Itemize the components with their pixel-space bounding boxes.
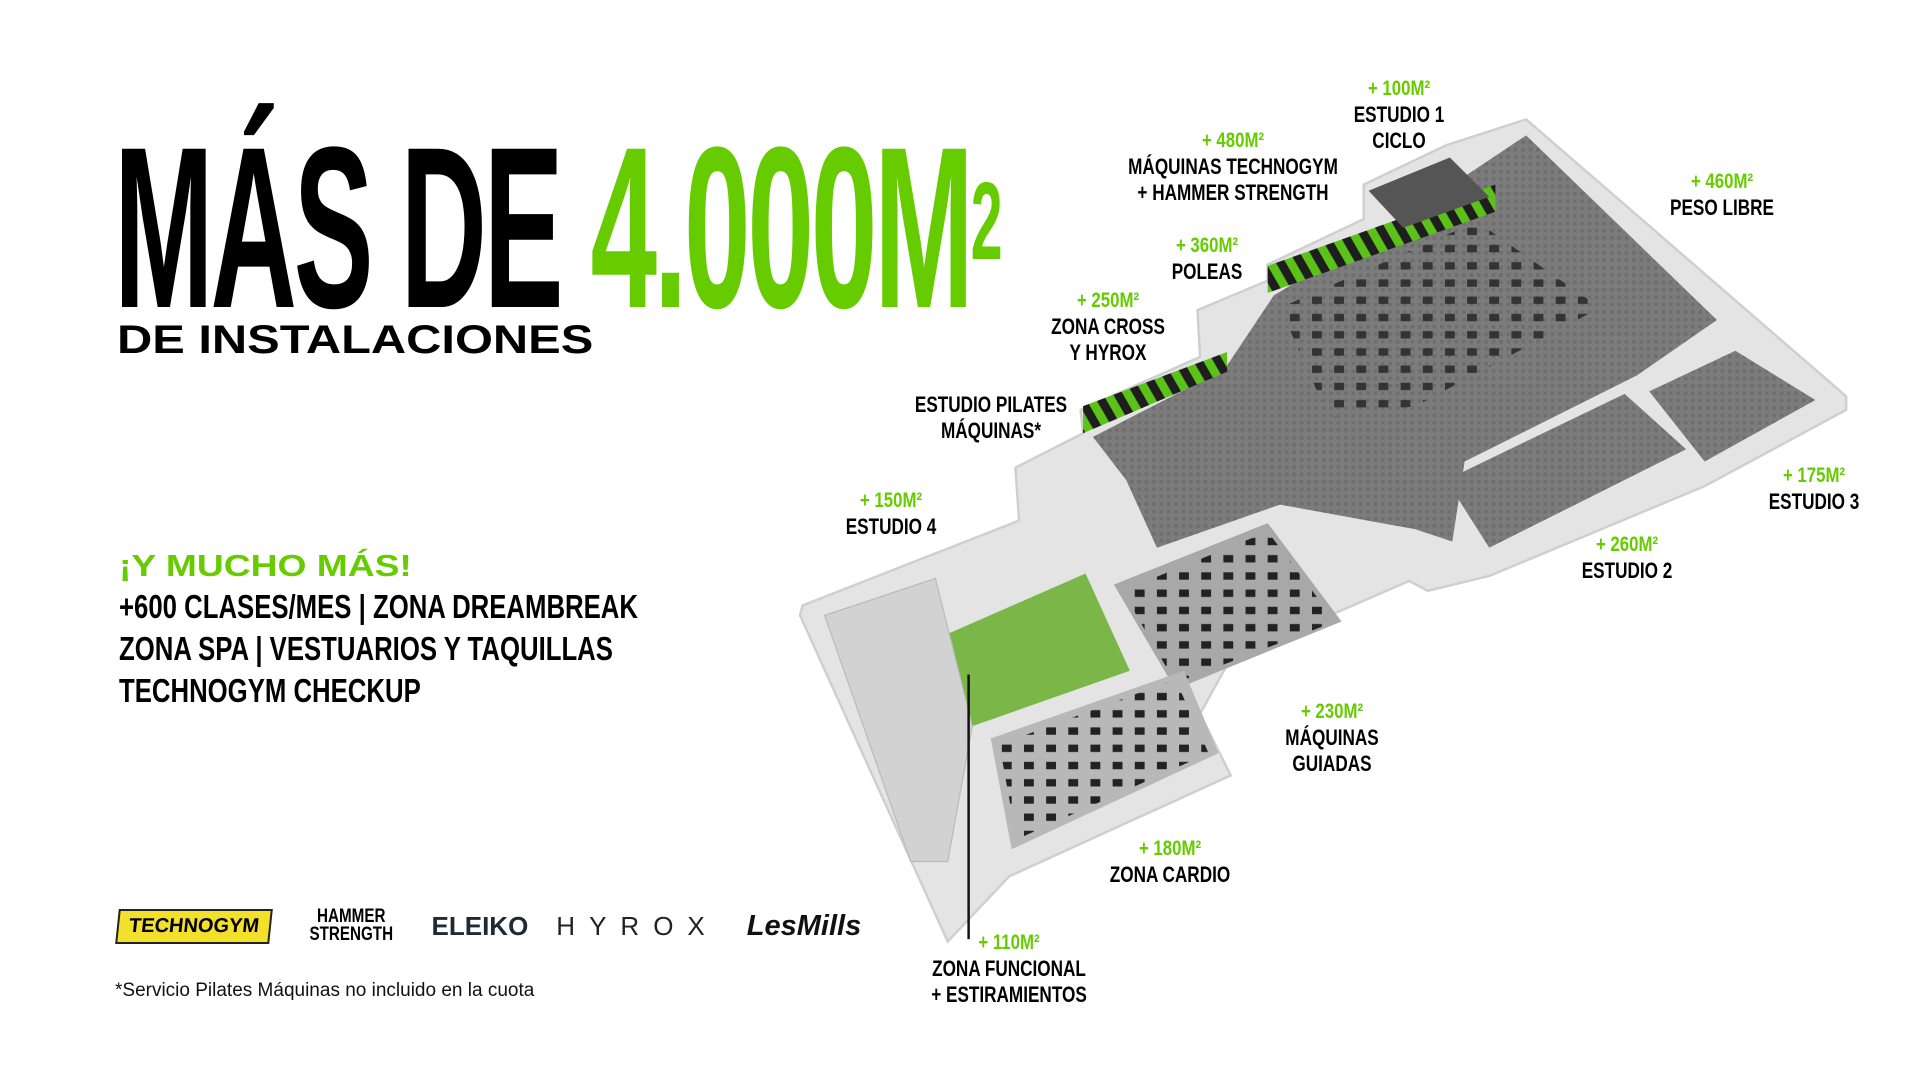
zone-area: + 180M²: [1138, 837, 1202, 860]
estudio-2-floor: [1446, 393, 1687, 548]
equipment-area: [1280, 221, 1600, 419]
zone-label-zona-funcional: + 110M² ZONA FUNCIONAL + ESTIRAMIENTOS: [909, 930, 1108, 1008]
turf-area: [947, 573, 1130, 727]
zone-label-zona-cross: + 250M² ZONA CROSS Y HYROX: [1035, 288, 1181, 366]
hyrox-logo: HYROX: [556, 910, 719, 941]
zone-label-estudio-4: + 150M² ESTUDIO 4: [833, 488, 949, 540]
zone-name: + ESTIRAMIENTOS: [931, 982, 1087, 1007]
zone-label-estudio-3: + 175M² ESTUDIO 3: [1756, 463, 1872, 515]
zone-area: + 175M²: [1782, 464, 1846, 487]
zone-name: ESTUDIO 4: [845, 514, 937, 539]
locker-rooms: [823, 577, 973, 863]
cardio-equipment: [999, 679, 1209, 840]
zone-area: + 110M²: [978, 931, 1040, 954]
ciclo-studio: [1368, 157, 1490, 228]
zone-label-estudio-1: + 100M² ESTUDIO 1 CICLO: [1341, 76, 1457, 154]
zone-area: + 250M²: [1076, 289, 1140, 312]
eleiko-logo: ELEIKO: [431, 910, 529, 941]
hammer-strength-logo-line: HAMMER: [317, 906, 386, 927]
zone-name: ESTUDIO 2: [1581, 558, 1673, 583]
zone-name: ZONA CARDIO: [1109, 862, 1231, 887]
zone-name: ZONA FUNCIONAL: [932, 956, 1086, 981]
zone-name: CICLO: [1372, 128, 1426, 153]
zone-label-peso-libre: + 460M² PESO LIBRE: [1655, 169, 1788, 221]
technogym-logo: TECHNOGYM: [115, 908, 273, 944]
zone-name: MÁQUINAS TECHNOGYM: [1128, 154, 1338, 179]
headline-prefix: MÁS DE: [114, 99, 564, 356]
headline-subtitle: DE INSTALACIONES: [117, 318, 594, 362]
zone-name: PESO LIBRE: [1670, 195, 1774, 220]
headline-value: 4.000M: [590, 99, 974, 356]
zone-name: GUIADAS: [1292, 751, 1372, 776]
zone-label-poleas: + 360M² POLEAS: [1162, 233, 1252, 285]
zone-name: + HAMMER STRENGTH: [1137, 180, 1329, 205]
zone-area: + 480M²: [1201, 129, 1265, 152]
zone-name: POLEAS: [1171, 259, 1243, 284]
estudio-3-floor: [1649, 350, 1816, 462]
zone-label-maquinas-guiadas: + 230M² MÁQUINAS GUIADAS: [1272, 699, 1392, 777]
zone-name: ESTUDIO 3: [1768, 489, 1860, 514]
extras-line: ZONA SPA | VESTUARIOS Y TAQUILLAS: [119, 630, 613, 667]
zone-label-estudio-2: + 260M² ESTUDIO 2: [1569, 532, 1685, 584]
zone-area: + 230M²: [1300, 700, 1364, 723]
lesmills-logo: LesMills: [746, 909, 862, 942]
zone-area: + 150M²: [859, 489, 923, 512]
functional-equipment: [1122, 531, 1336, 684]
zone-name: MÁQUINAS*: [940, 418, 1042, 443]
footnote: *Servicio Pilates Máquinas no incluido e…: [115, 980, 535, 1001]
brand-logos: TECHNOGYM HAMMER STRENGTH ELEIKO HYROX L…: [115, 906, 862, 945]
zone-label-maquinas-technogym: + 480M² MÁQUINAS TECHNOGYM + HAMMER STRE…: [1099, 128, 1368, 206]
headline-superscript: 2: [970, 160, 1003, 283]
zone-area: + 460M²: [1690, 170, 1754, 193]
extras-line: TECHNOGYM CHECKUP: [119, 672, 421, 709]
headline: MÁS DE 4.000M2: [114, 113, 1003, 343]
zone-label-estudio-pilates: ESTUDIO PILATES MÁQUINAS*: [893, 392, 1088, 444]
zone-name: ESTUDIO 1: [1353, 102, 1445, 127]
zone-name: Y HYROX: [1069, 340, 1147, 365]
zone-name: MÁQUINAS: [1285, 725, 1379, 750]
hammer-strength-logo: HAMMER STRENGTH: [309, 906, 394, 945]
zone-area: + 260M²: [1595, 533, 1659, 556]
zone-name: ZONA CROSS: [1051, 314, 1165, 339]
extras-title: ¡Y MUCHO MÁS!: [119, 548, 412, 583]
zone-area: + 100M²: [1367, 77, 1431, 100]
zone-name: ESTUDIO PILATES: [914, 392, 1068, 417]
hammer-strength-logo-line: STRENGTH: [309, 924, 394, 945]
zone-label-zona-cardio: + 180M² ZONA CARDIO: [1093, 836, 1247, 888]
extras-line: +600 CLASES/MES | ZONA DREAMBREAK: [119, 588, 638, 625]
green-wall-graphic: [1083, 352, 1228, 434]
zone-area: + 360M²: [1175, 234, 1239, 257]
